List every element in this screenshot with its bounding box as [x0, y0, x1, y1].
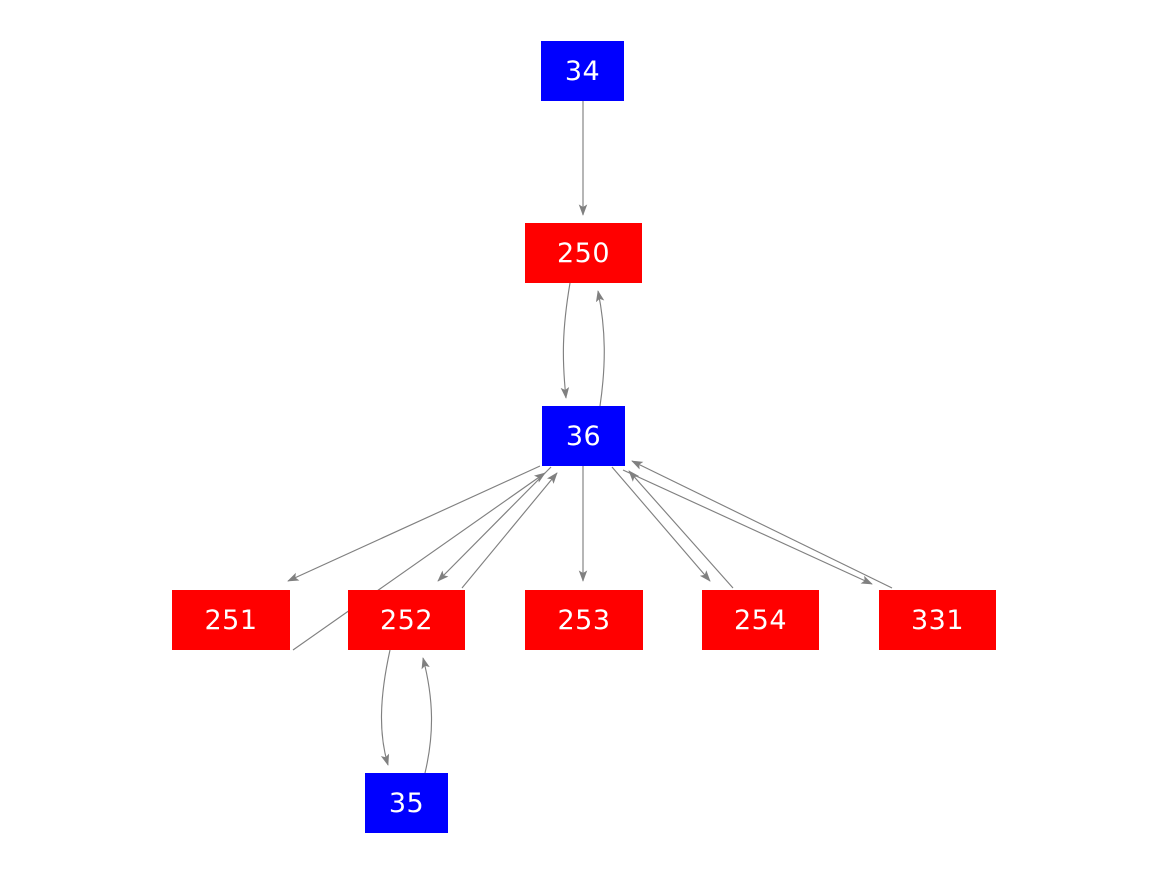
edge-252-to-36 [461, 472, 558, 589]
edge-331-to-36 [631, 460, 893, 589]
edge-252-to-35 [380, 649, 391, 766]
node-label-253: 253 [557, 604, 611, 636]
graph-node-35[interactable]: 35 [365, 773, 448, 833]
graph-node-34[interactable]: 34 [541, 41, 624, 101]
graph-node-36[interactable]: 36 [542, 406, 625, 466]
node-label-254: 254 [733, 604, 788, 636]
edge-36-to-251 [287, 465, 541, 582]
node-label-36: 36 [565, 420, 602, 452]
graph-node-250[interactable]: 250 [525, 223, 642, 283]
graph-node-252[interactable]: 252 [348, 590, 465, 650]
node-label-35: 35 [388, 787, 425, 819]
graph-node-254[interactable]: 254 [702, 590, 819, 650]
node-label-252: 252 [379, 604, 434, 636]
edge-35-to-252 [421, 657, 433, 774]
edge-36-to-252 [437, 466, 552, 582]
node-label-331: 331 [910, 604, 965, 636]
graph-node-253[interactable]: 253 [525, 590, 643, 650]
edge-254-to-36 [628, 470, 734, 589]
edge-36-to-250 [595, 290, 605, 407]
node-label-34: 34 [564, 55, 601, 87]
edge-251-to-36 [292, 472, 546, 651]
node-label-250: 250 [556, 237, 611, 269]
edge-250-to-36 [560, 282, 571, 399]
graph-node-331[interactable]: 331 [879, 590, 996, 650]
graph-node-251[interactable]: 251 [172, 590, 290, 650]
edge-36-to-331 [622, 469, 873, 585]
edge-36-to-254 [611, 466, 711, 582]
node-label-251: 251 [204, 604, 258, 636]
